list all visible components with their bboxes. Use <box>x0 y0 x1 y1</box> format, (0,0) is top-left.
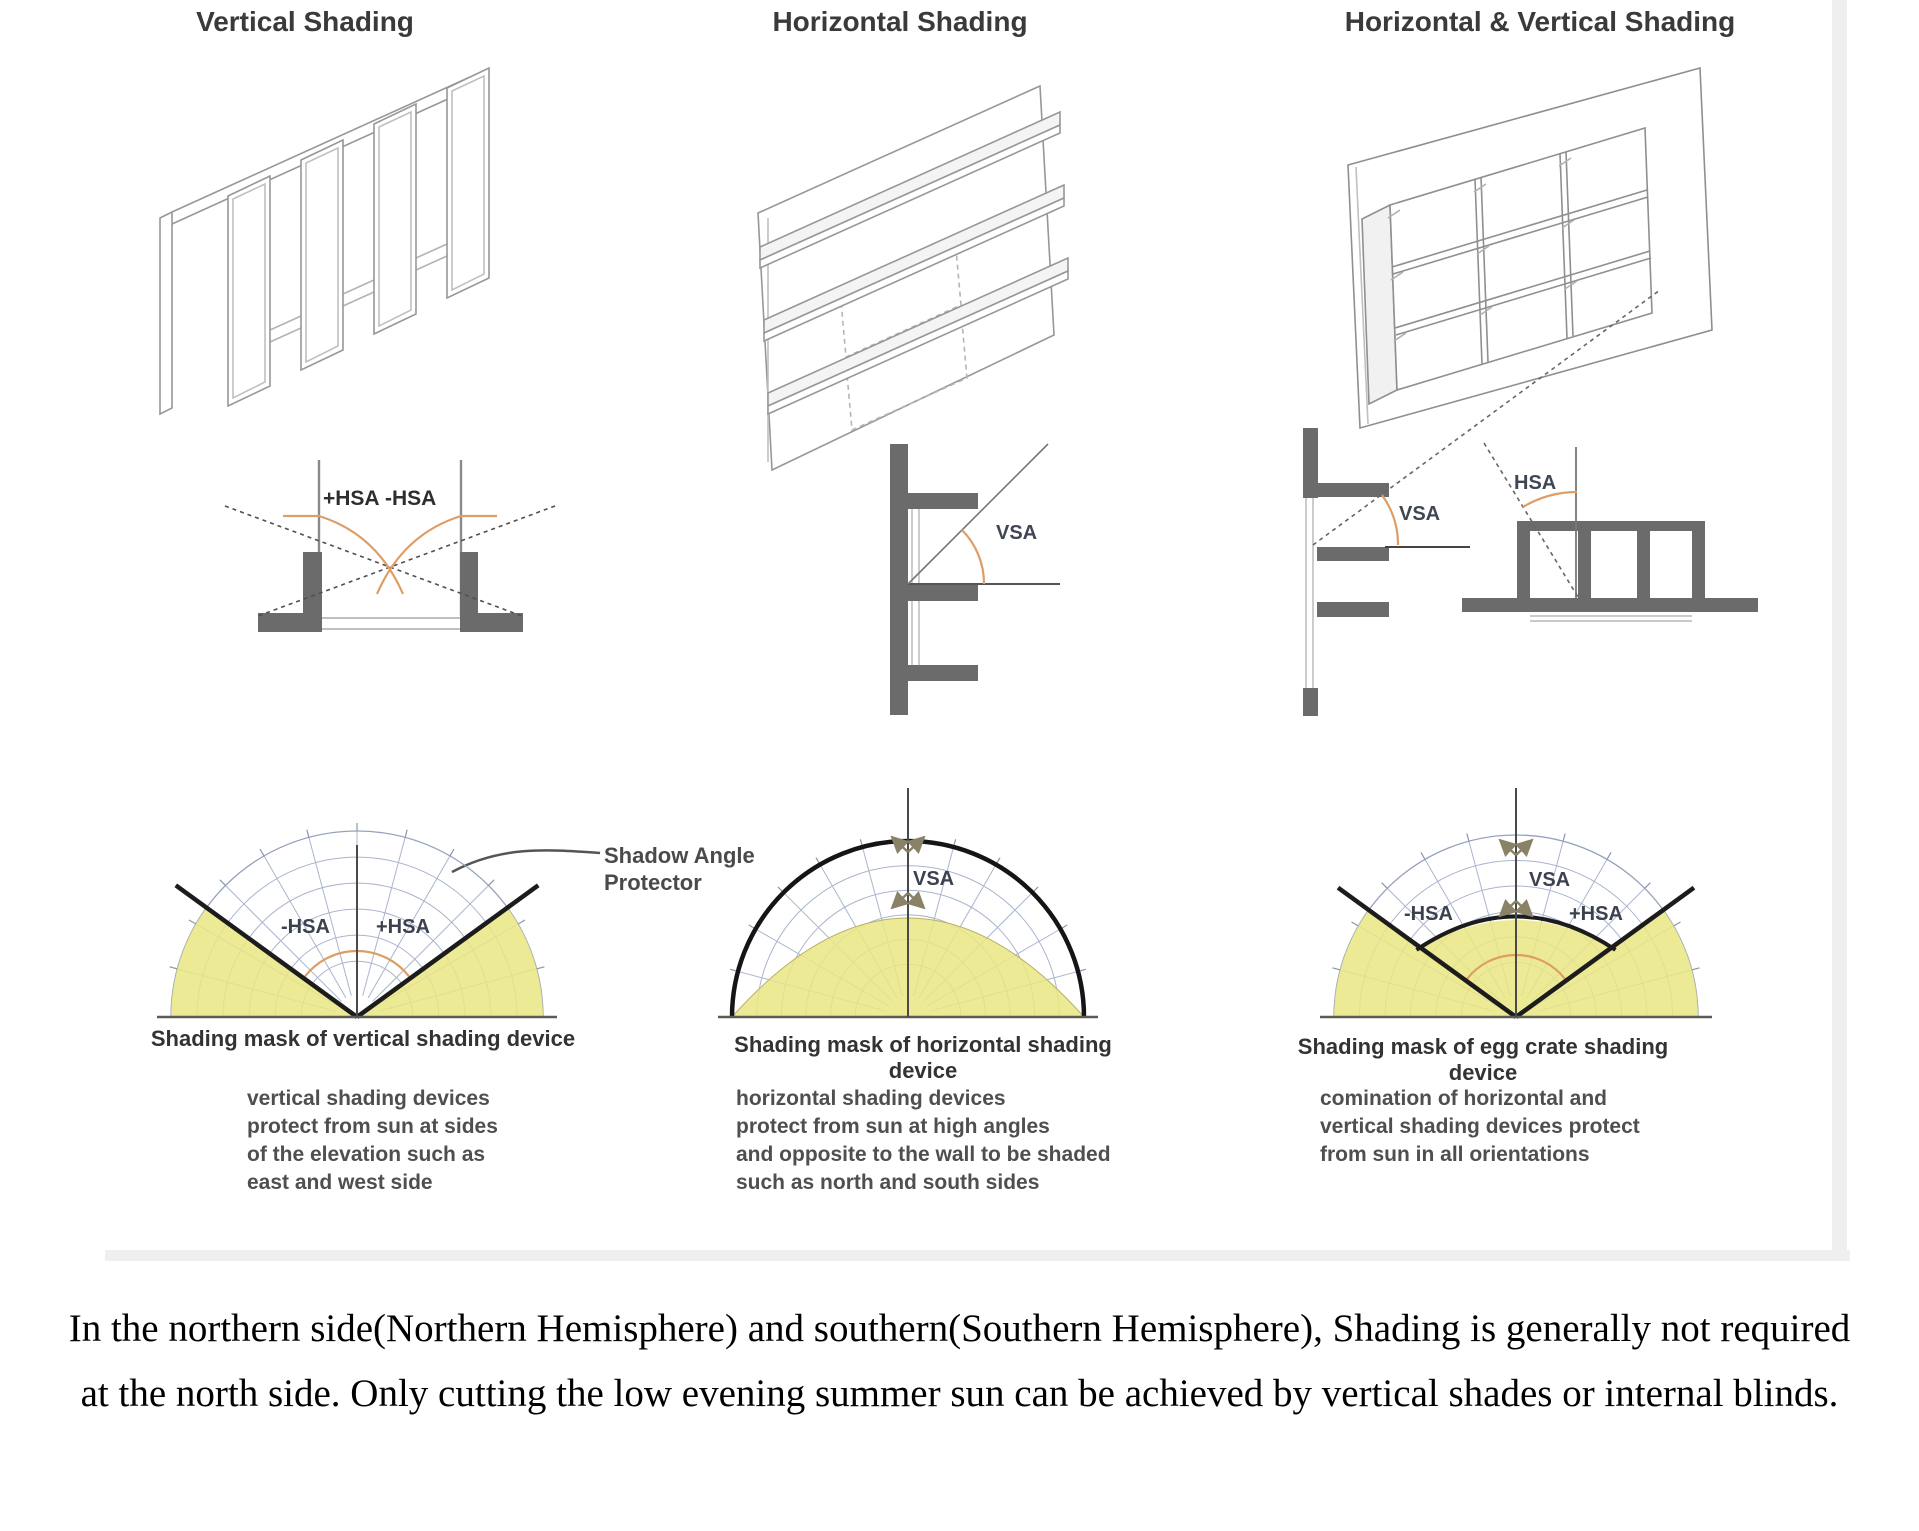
horizontal-shading-isometric <box>757 84 1069 472</box>
mask1-caption: Shading mask of vertical shading device <box>150 1026 576 1051</box>
mask2-vsa-label: VSA <box>913 868 955 890</box>
description-horizontal: horizontal shading devices protect from … <box>736 1087 1111 1194</box>
plan1-neg-hsa-label: -HSA <box>385 487 437 510</box>
shading-masks <box>157 788 1712 1019</box>
vertical-shading-plan-diagram <box>224 460 556 632</box>
horizontal-shading-section-diagram <box>890 443 1060 715</box>
mask3-pos-hsa-label: +HSA <box>1569 903 1623 925</box>
shadow-angle-protector-pointer <box>451 849 601 874</box>
description-vertical: vertical shading devices protect from su… <box>247 1087 498 1194</box>
mask3-caption: Shading mask of egg crate shading device <box>1297 1034 1669 1085</box>
egg-crate-section-diagram <box>1303 289 1661 716</box>
column-title-combined: Horizontal & Vertical Shading <box>1344 6 1736 37</box>
mask1-neg-hsa-label: -HSA <box>281 916 330 938</box>
column-title-vertical: Vertical Shading <box>196 6 414 37</box>
egg-crate-isometric <box>1347 66 1713 430</box>
footer-paragraph: In the northern side(Northern Hemisphere… <box>68 1307 1851 1415</box>
description-combined: comination of horizontal and vertical sh… <box>1320 1087 1640 1166</box>
plan1-pos-hsa-label: +HSA <box>323 487 380 510</box>
section2-vsa-label: VSA <box>996 522 1038 544</box>
horizontal-divider-band <box>105 1250 1850 1261</box>
mask3-neg-hsa-label: -HSA <box>1404 903 1453 925</box>
plan3-hsa-label: HSA <box>1514 472 1557 494</box>
shadow-angle-protector-label: Shadow Angle Protector <box>604 843 755 895</box>
page-edge-strip <box>1832 0 1847 1256</box>
section3-vsa-label: VSA <box>1399 503 1441 525</box>
mask1-pos-hsa-label: +HSA <box>376 916 430 938</box>
mask2-caption: Shading mask of horizontal shading devic… <box>734 1032 1112 1083</box>
egg-crate-plan-diagram <box>1462 442 1758 622</box>
mask3-vsa-label: VSA <box>1529 869 1571 891</box>
column-title-horizontal: Horizontal Shading <box>772 6 1028 37</box>
vertical-shading-isometric <box>159 66 490 416</box>
